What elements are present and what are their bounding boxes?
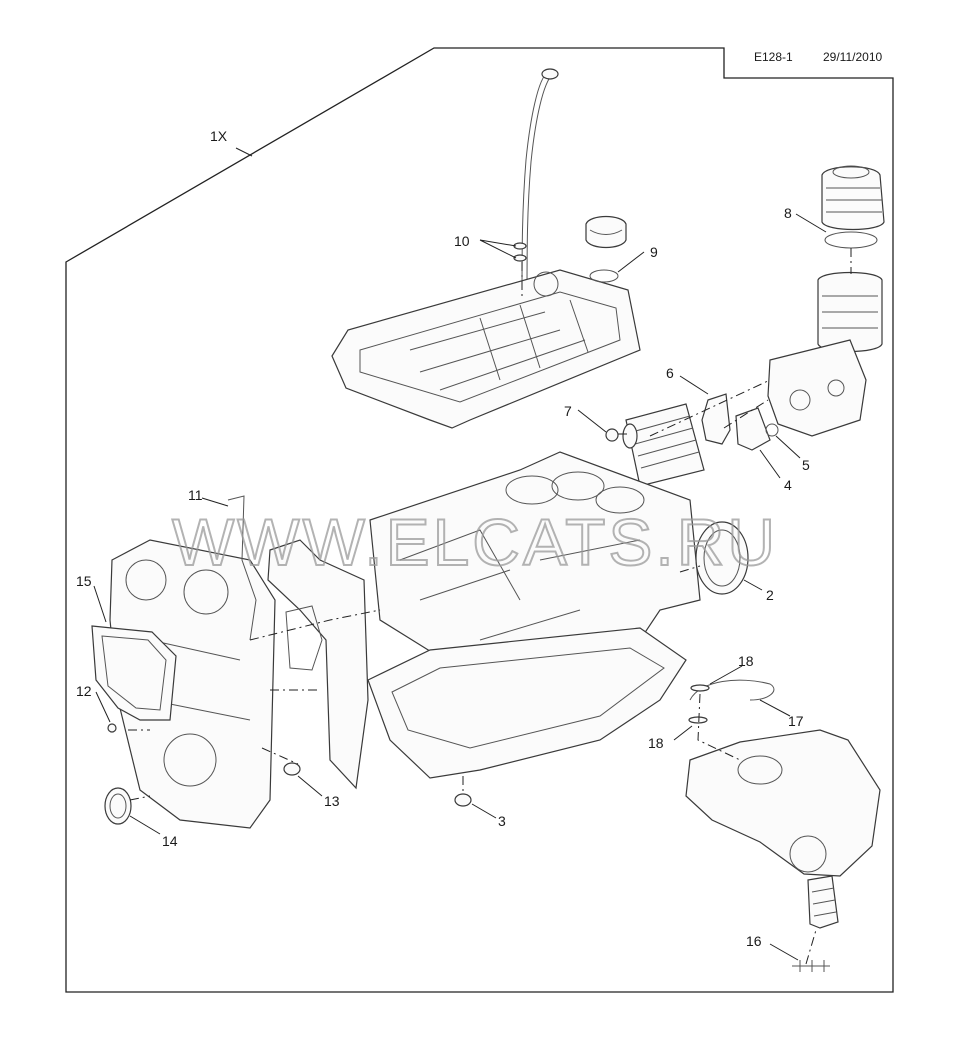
callout-8: 8 [784, 205, 792, 221]
front-cover-gasket [91, 625, 177, 721]
rear-crank-seal [695, 521, 749, 595]
bolt-7 [605, 428, 619, 442]
timing-gasket-a [227, 495, 257, 641]
filler-cap-seal [589, 269, 619, 283]
callout-10: 10 [454, 233, 470, 249]
drain-plug [454, 793, 472, 807]
callout-16: 16 [746, 933, 762, 949]
callout-13: 13 [324, 793, 340, 809]
callout-15: 15 [76, 573, 92, 589]
bolt-12 [107, 723, 117, 733]
turbocharger-assembly [685, 729, 881, 929]
header-code: E128-1 [754, 50, 793, 64]
callout-12: 12 [76, 683, 92, 699]
cooler-gasket [701, 393, 731, 445]
timing-gasket-b [267, 539, 369, 790]
callout-18-upper: 18 [738, 653, 754, 669]
diagram-frame [65, 47, 894, 993]
oil-filter-housing [767, 271, 883, 437]
callout-1x: 1X [210, 128, 228, 144]
leader-lines [93, 147, 827, 961]
oil-cooler [622, 403, 705, 487]
pipe-washer-lower [688, 716, 708, 724]
callout-7: 7 [564, 403, 572, 419]
housing-gasket [735, 407, 771, 451]
callout-2: 2 [766, 587, 774, 603]
valve-cover [331, 269, 641, 429]
seal-13 [283, 762, 301, 776]
callout-17: 17 [788, 713, 804, 729]
watermark: WWW.ELCATS.RU [172, 505, 778, 579]
callout-5: 5 [802, 457, 810, 473]
oil-filler-cap [585, 215, 627, 249]
callout-11: 11 [188, 487, 203, 503]
callout-3: 3 [498, 813, 506, 829]
washer-lower [513, 254, 527, 262]
header-date: 29/11/2010 [823, 50, 882, 64]
callout-14: 14 [162, 833, 178, 849]
o-ring-5 [765, 423, 779, 437]
filter-cap-seal [824, 231, 878, 249]
callout-6: 6 [666, 365, 674, 381]
front-crank-seal [104, 787, 132, 825]
pipe-washer-upper [690, 684, 710, 692]
bolts-16 [792, 960, 830, 972]
oil-pan [367, 627, 687, 779]
callout-9: 9 [650, 244, 658, 260]
callout-4: 4 [784, 477, 792, 493]
oil-filter-cap [821, 165, 885, 231]
assembly-lines [128, 248, 852, 965]
callout-18-lower: 18 [648, 735, 664, 751]
callout-labels: 1X 10 9 8 6 7 5 4 2 3 11 15 12 13 14 18 … [76, 128, 810, 949]
